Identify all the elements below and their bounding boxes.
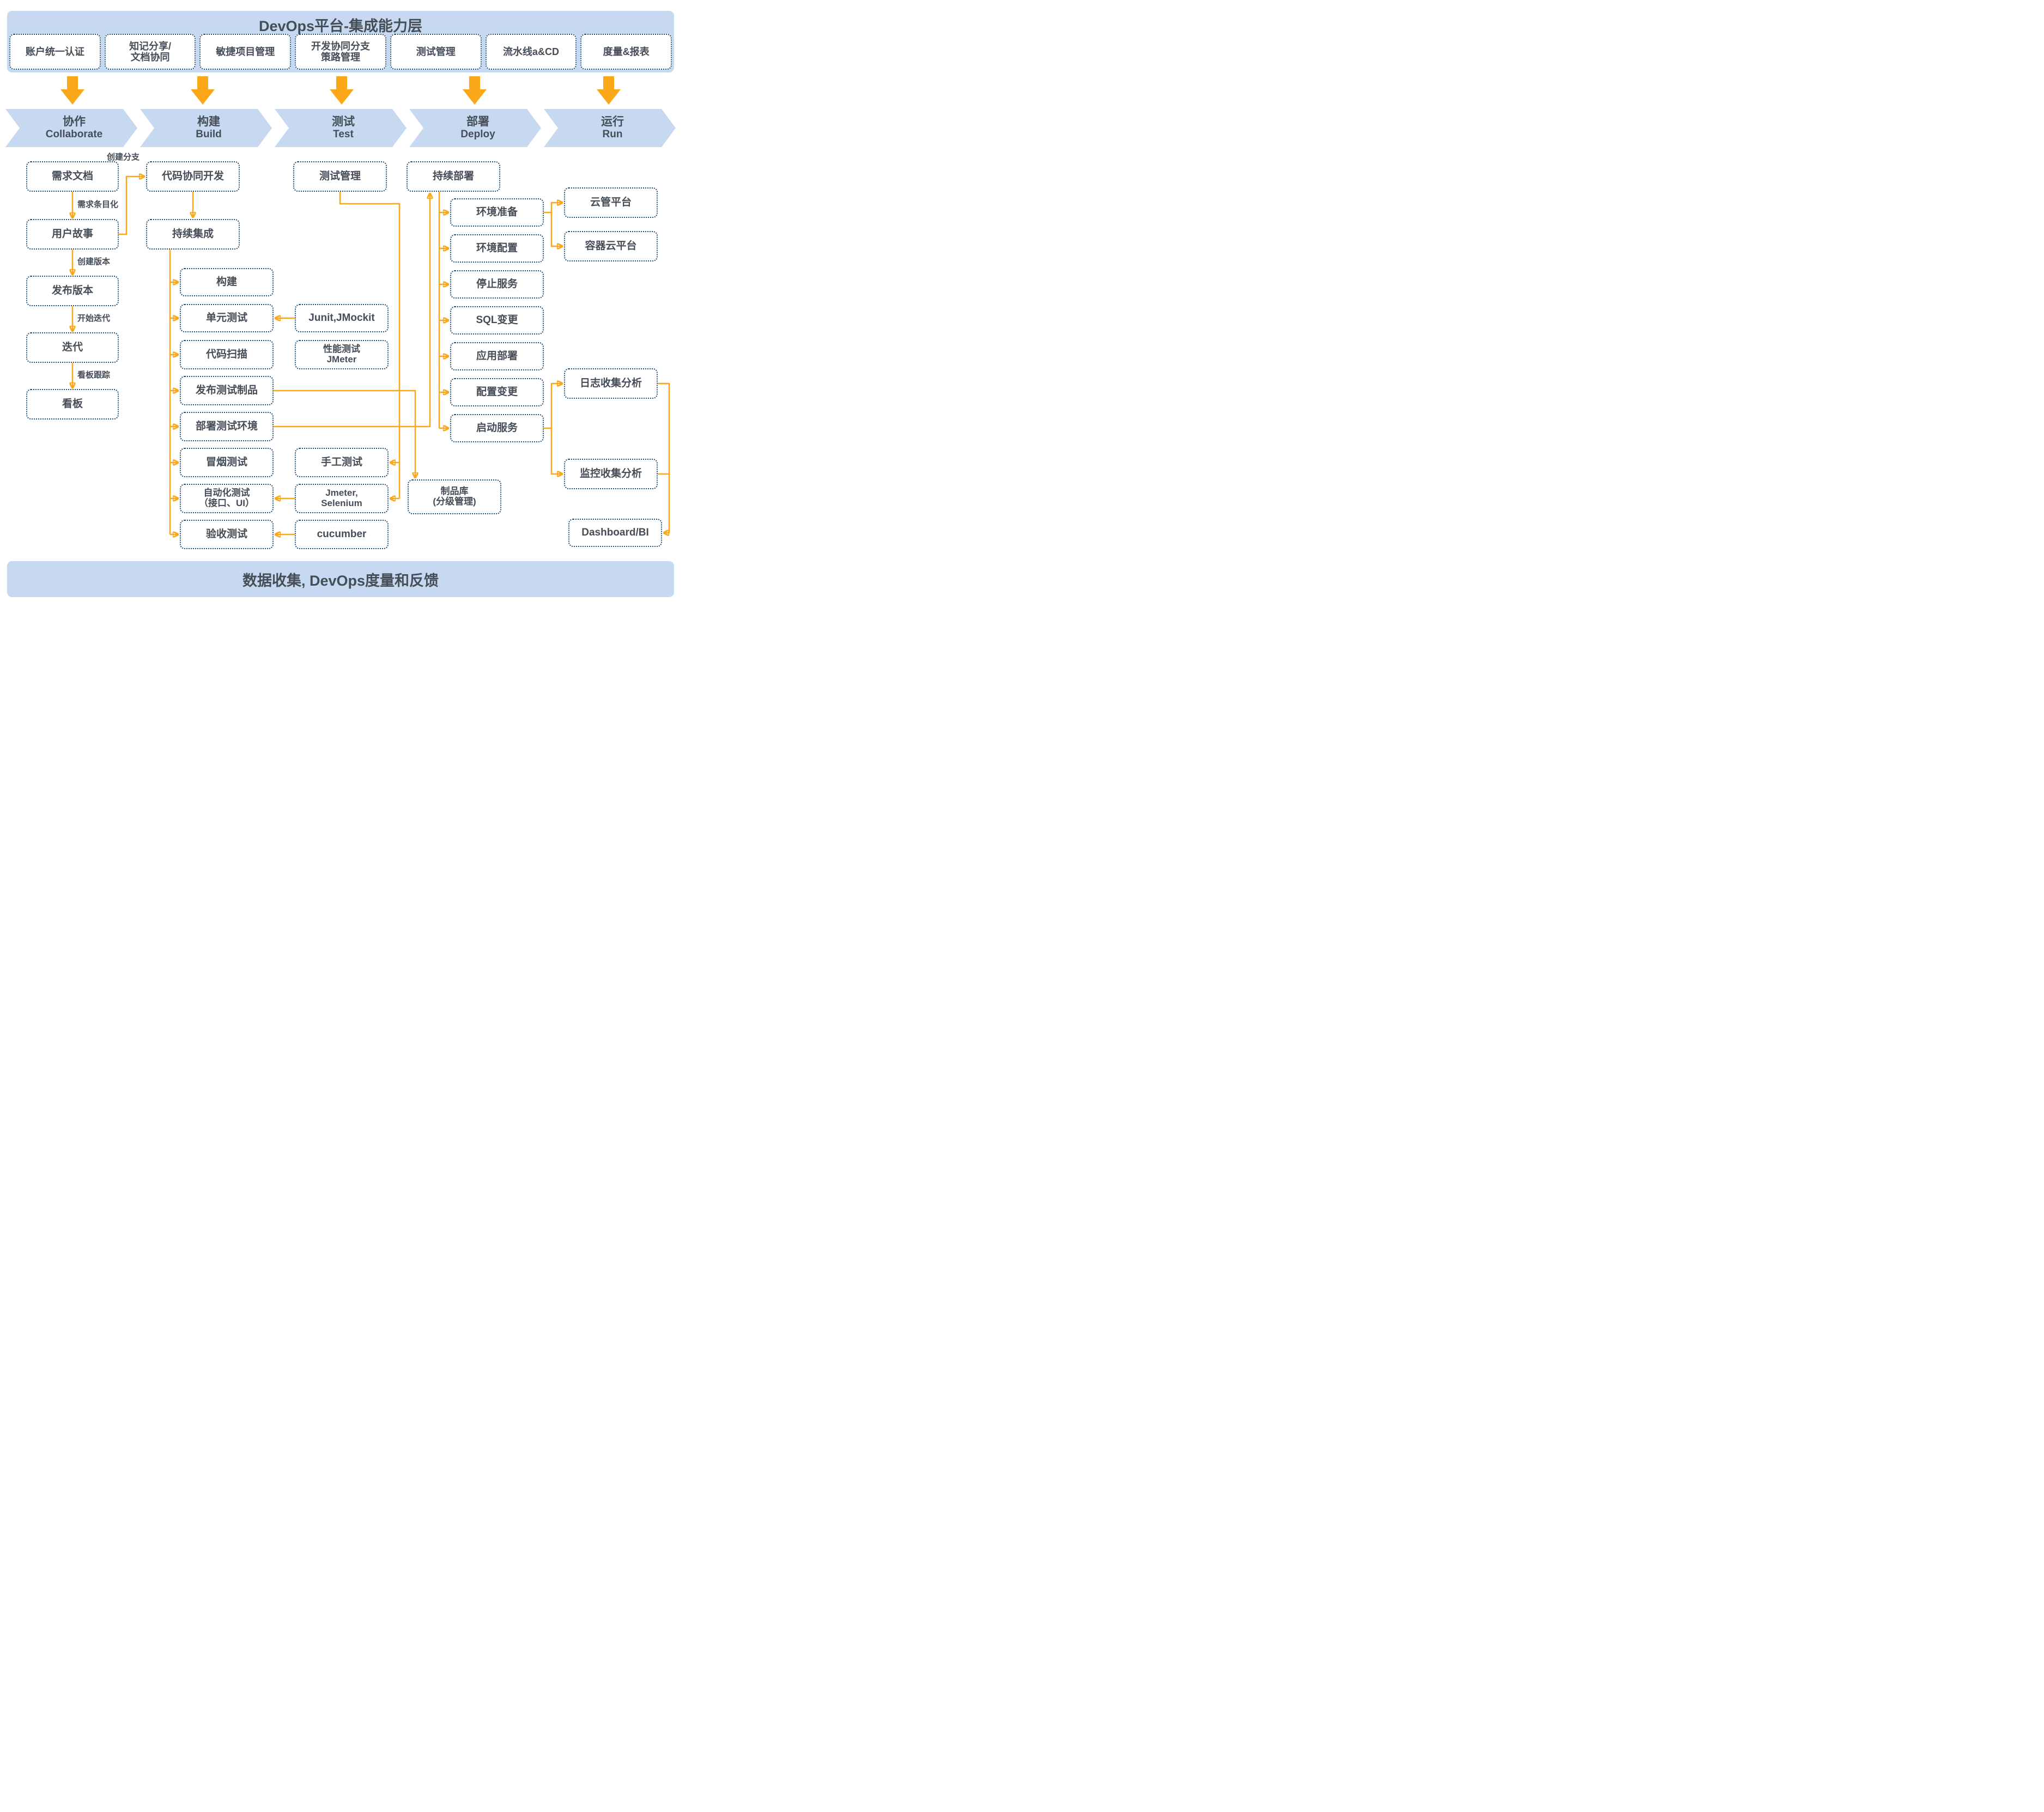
connector-startservice-loganalysis xyxy=(544,384,562,429)
stage-label-zh: 协作 xyxy=(63,115,86,128)
node-kanban: 看板 xyxy=(26,389,119,419)
node-stop-service: 停止服务 xyxy=(450,270,544,299)
connector-loganalysis-dashboard xyxy=(658,382,670,533)
stage-chevron-deploy: 部署 Deploy xyxy=(409,109,541,147)
stage-chevron-collaborate: 协作 Collaborate xyxy=(5,109,137,147)
connector-layer xyxy=(60,76,670,604)
node-jmeter-selenium: Jmeter, Selenium xyxy=(295,484,389,513)
stage-label-en: Build xyxy=(196,129,222,141)
edge-label-itemize-requirements: 需求条目化 xyxy=(77,200,119,209)
node-log-collection-analysis: 日志收集分析 xyxy=(564,368,658,399)
stage-label-zh: 部署 xyxy=(466,115,489,128)
connector-testmgmt-trunk xyxy=(339,192,401,498)
node-sql-change: SQL变更 xyxy=(450,306,544,335)
node-code-collaboration: 代码协同开发 xyxy=(146,161,240,192)
capability-account-auth: 账户统一认证 xyxy=(9,34,101,70)
node-continuous-deploy: 持续部署 xyxy=(407,161,500,192)
node-start-service: 启动服务 xyxy=(450,414,544,442)
capability-agile-project-mgmt: 敏捷项目管理 xyxy=(199,34,292,70)
connector-startservice-monitoranalysis xyxy=(550,428,562,474)
node-smoke-test: 冒烟测试 xyxy=(180,448,274,477)
node-env-configuration: 环境配置 xyxy=(450,234,544,263)
stage-label-en: Run xyxy=(602,129,623,141)
capability-metrics-reports: 度量&报表 xyxy=(580,34,672,70)
stage-label-en: Deploy xyxy=(460,129,495,141)
stage-arrow-deploy xyxy=(463,76,487,105)
node-release-version: 发布版本 xyxy=(26,276,119,306)
page-title: DevOps平台-集成能力层 xyxy=(258,18,423,34)
stage-label-zh: 运行 xyxy=(601,115,624,128)
node-cloud-mgmt-platform: 云管平台 xyxy=(564,187,658,218)
stage-arrow-collaborate xyxy=(60,76,84,105)
stage-label-zh: 测试 xyxy=(332,115,355,128)
node-iteration: 迭代 xyxy=(26,332,119,363)
connector-envprep-containercloud xyxy=(550,212,562,246)
node-dashboard-bi: Dashboard/BI xyxy=(568,519,662,547)
stage-label-zh: 构建 xyxy=(197,115,220,128)
stage-label-en: Collaborate xyxy=(45,129,103,141)
node-monitor-collection-analysis: 监控收集分析 xyxy=(564,459,658,489)
node-deploy-test-env: 部署测试环境 xyxy=(180,412,274,441)
stage-chevron-build: 构建 Build xyxy=(140,109,272,147)
capability-knowledge-sharing: 知记分享/ 文档协同 xyxy=(104,34,196,70)
edge-label-start-iteration: 开始迭代 xyxy=(77,314,111,323)
node-build: 构建 xyxy=(180,268,274,296)
node-acceptance-test: 验收测试 xyxy=(180,520,274,549)
connector-publishartifact-artifactrepo xyxy=(274,390,415,477)
node-cucumber: cucumber xyxy=(295,520,389,549)
capability-branch-policy-mgmt: 开发协同分支 策路管理 xyxy=(295,34,386,70)
node-config-change: 配置变更 xyxy=(450,378,544,406)
stage-chevron-test: 测试 Test xyxy=(275,109,407,147)
footer-title: 数据收集, DevOps度量和反馈 xyxy=(242,572,439,589)
edge-label-kanban-tracking: 看板跟踪 xyxy=(77,370,111,380)
devops-diagram: DevOps平台-集成能力层 账户统一认证 知记分享/ 文档协同 敏捷项目管理 … xyxy=(0,0,681,604)
edge-label-create-branch: 创建分支 xyxy=(107,153,140,162)
stage-chevron-run: 运行 Run xyxy=(544,109,676,147)
capability-row: 账户统一认证 知记分享/ 文档协同 敏捷项目管理 开发协同分支 策路管理 测试管… xyxy=(9,34,672,70)
node-continuous-integration: 持续集成 xyxy=(146,219,240,250)
capability-test-mgmt: 测试管理 xyxy=(390,34,482,70)
node-env-preparation: 环境准备 xyxy=(450,198,544,227)
node-app-deploy: 应用部署 xyxy=(450,342,544,370)
stage-arrow-build xyxy=(191,76,215,105)
node-publish-test-artifact: 发布测试制品 xyxy=(180,376,274,405)
node-test-management: 测试管理 xyxy=(293,161,387,192)
node-junit-jmockit: Junit,JMockit xyxy=(295,304,389,332)
node-user-story: 用户故事 xyxy=(26,219,119,250)
stage-row: 协作 Collaborate 构建 Build 测试 Test 部署 Deplo… xyxy=(5,109,676,147)
data-collection-banner: 数据收集, DevOps度量和反馈 xyxy=(7,561,674,597)
node-manual-test: 手工测试 xyxy=(295,448,389,477)
stage-arrow-run xyxy=(597,76,621,105)
node-automated-test: 自动化测试 （接口、UI） xyxy=(180,484,274,513)
connector-userstory-codecollab xyxy=(119,177,144,235)
edge-label-create-version: 创建版本 xyxy=(77,257,111,266)
node-unit-test: 单元测试 xyxy=(180,304,274,332)
connector-envprep-cloudmgmt xyxy=(544,203,562,214)
node-code-scan: 代码扫描 xyxy=(180,340,274,369)
stage-label-en: Test xyxy=(333,129,354,141)
node-requirements-doc: 需求文档 xyxy=(26,161,119,192)
node-performance-test-jmeter: 性能测试 JMeter xyxy=(295,340,389,369)
node-container-cloud-platform: 容器云平台 xyxy=(564,231,658,262)
node-artifact-repository: 制品库 (分级管理) xyxy=(408,479,501,514)
connector-deploytestenv-cd xyxy=(274,194,430,428)
stage-arrow-test xyxy=(330,76,354,105)
capability-pipeline-cd: 流水线a&CD xyxy=(485,34,577,70)
